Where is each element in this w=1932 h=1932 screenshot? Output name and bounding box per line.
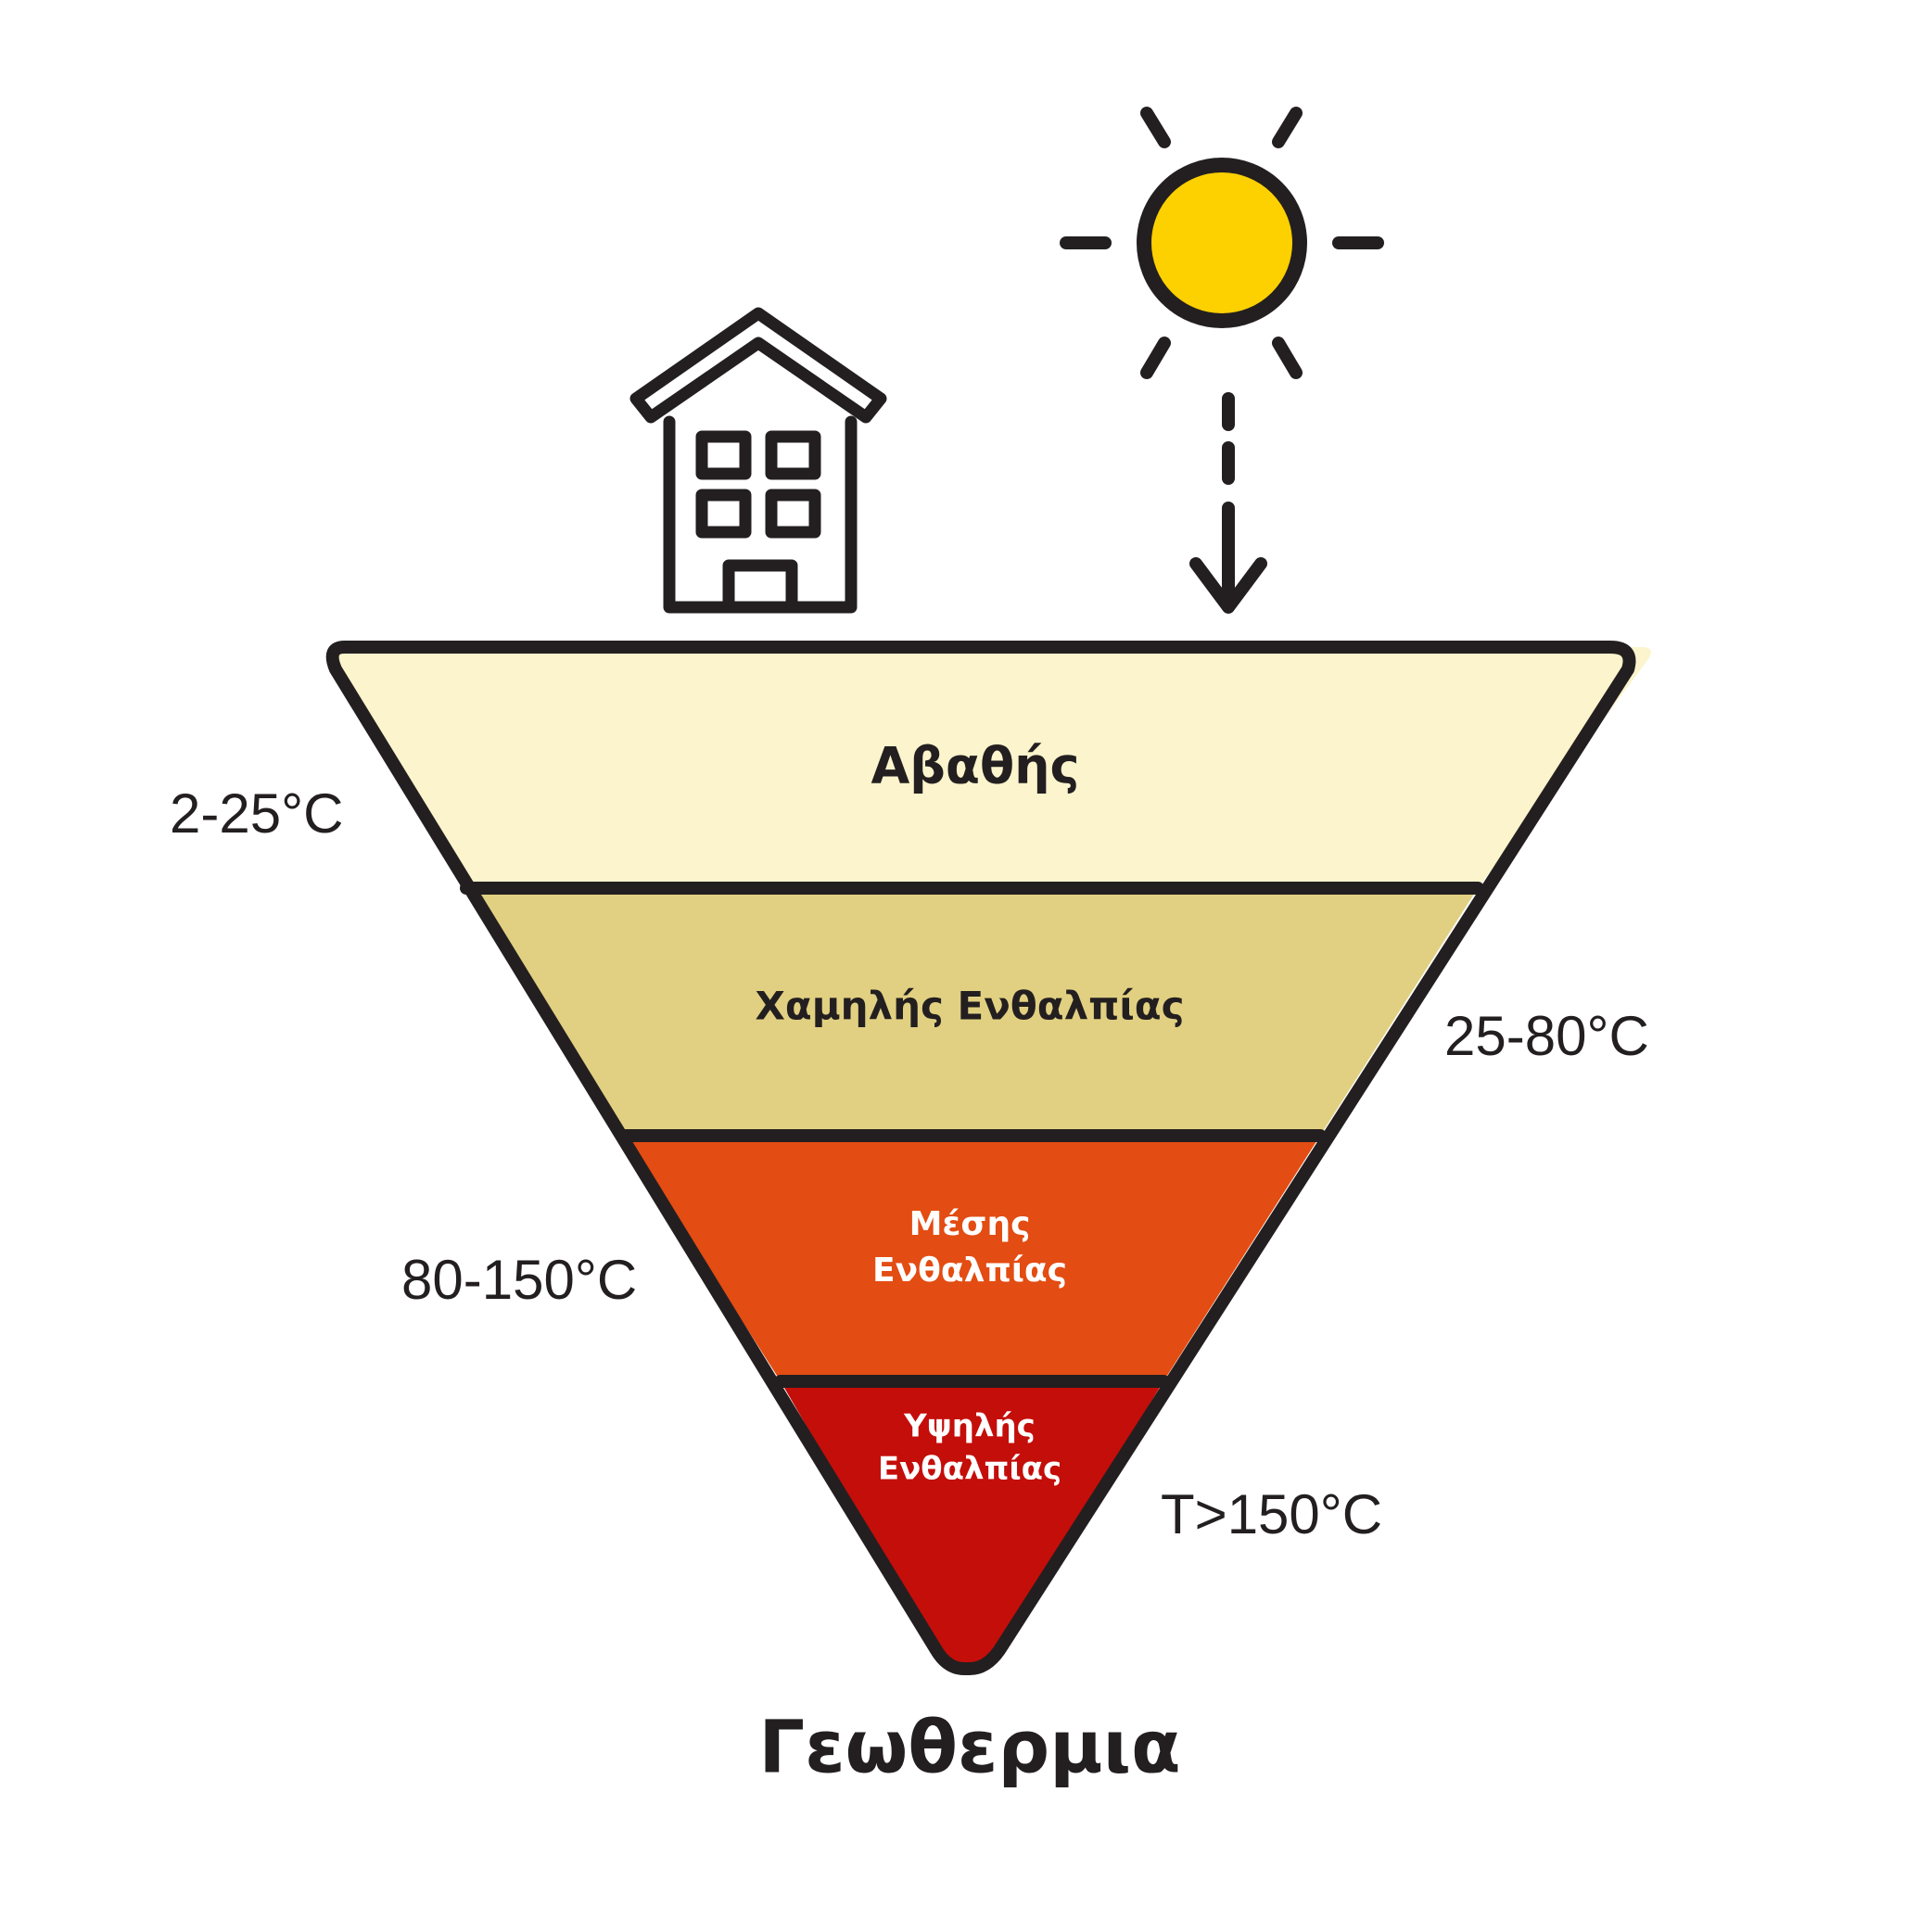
layer-label-low-enthalpy: Χαμηλής Ενθαλπίας — [756, 984, 1185, 1029]
layer-label-shallow: Αβαθής — [871, 737, 1079, 795]
temperature-labels: 2-25°C 25-80°C 80-150°C T>150°C — [170, 782, 1649, 1545]
layer-labels: Αβαθής Χαμηλής Ενθαλπίας Μέσης Ενθαλπίας… — [756, 737, 1185, 1488]
layer-high-enthalpy — [781, 1381, 1163, 1669]
temp-label-high-enthalpy: T>150°C — [1161, 1483, 1382, 1545]
layer-label-medium-enthalpy-line2: Ενθαλπίας — [872, 1252, 1067, 1290]
diagram-title: Γεωθερμια — [758, 1706, 1180, 1789]
layer-label-high-enthalpy-line1: Υψηλής — [903, 1408, 1036, 1445]
layer-label-high-enthalpy-line2: Ενθαλπίας — [878, 1451, 1061, 1488]
layer-low-enthalpy — [466, 888, 1478, 1136]
temp-label-medium-enthalpy: 80-150°C — [401, 1249, 637, 1311]
temp-label-shallow: 2-25°C — [170, 782, 343, 845]
funnel — [325, 641, 1651, 1675]
dashed-down-arrow-icon — [1189, 392, 1267, 614]
sun-icon — [1060, 107, 1384, 379]
layer-medium-enthalpy — [624, 1136, 1320, 1381]
house-icon — [629, 307, 887, 614]
temp-label-low-enthalpy: 25-80°C — [1444, 1005, 1649, 1067]
layer-shallow — [333, 647, 1651, 888]
funnel-outline — [325, 641, 1636, 1675]
layer-label-medium-enthalpy-line1: Μέσης — [909, 1205, 1031, 1243]
